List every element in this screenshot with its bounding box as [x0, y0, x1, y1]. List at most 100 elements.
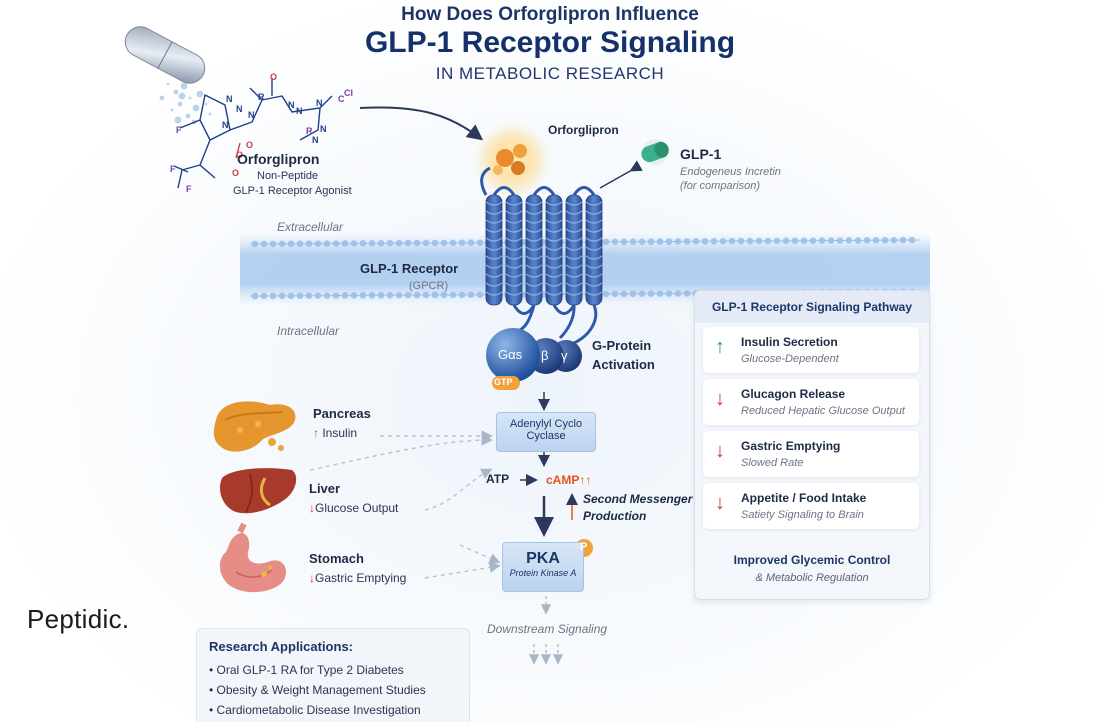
- research-applications-box: Research Applications: • Oral GLP-1 RA f…: [196, 628, 470, 722]
- molecule-atom-label: N: [288, 100, 295, 110]
- title-line-3: IN METABOLIC RESEARCH: [435, 64, 665, 83]
- organ-stomach-effect: ↓Gastric Emptying: [309, 571, 406, 585]
- orforglipron-ligand-icon: [474, 122, 550, 198]
- second-messenger-2: Production: [583, 509, 647, 523]
- glp1-desc-2: (for comparison): [680, 180, 761, 192]
- adenylyl-label-2: Cyclase: [526, 430, 566, 442]
- downstream-arrows: [528, 596, 564, 665]
- pathway-title: GLP-1 Receptor Signaling Pathway: [695, 291, 929, 323]
- cascade-arrows: [520, 392, 578, 537]
- research-item: • Oral GLP-1 RA for Type 2 Diabetes: [209, 663, 404, 677]
- pathway-item-label: Insulin Secretion: [741, 335, 838, 349]
- organ-pancreas-name: Pancreas: [313, 406, 371, 421]
- camp-up-arrows: ↑↑: [579, 473, 592, 487]
- pathway-item-sub: Glucose-Dependent: [741, 353, 839, 365]
- glp1-desc-1: Endogeneus Incretin: [680, 166, 781, 178]
- pathway-item-sub: Slowed Rate: [741, 457, 804, 469]
- pathway-item: ↓ Gastric Emptying Slowed Rate: [703, 431, 919, 477]
- ligand-label: Orforglipron: [548, 123, 619, 137]
- molecule-atom-label: N: [316, 98, 323, 108]
- research-item: • Obesity & Weight Management Studies: [209, 683, 426, 697]
- organ-liver-effect-text: Glucose Output: [315, 501, 399, 515]
- molecule-atom-label: N: [226, 94, 233, 104]
- pka-box: PKA Protein Kinase A: [502, 542, 584, 592]
- molecule-atom-label: C: [338, 94, 345, 104]
- up-arrow-icon: ↑: [715, 336, 725, 358]
- adenylyl-label-1: Adenylyl Cyclo: [509, 418, 583, 430]
- molecule-structure-icon: [173, 78, 333, 189]
- g-protein-icon: [486, 328, 582, 390]
- molecule-atom-label: O: [246, 140, 253, 150]
- pathway-item-sub: Reduced Hepatic Glucose Output: [741, 405, 905, 417]
- glp1-name: GLP-1: [680, 146, 722, 162]
- pathway-item-label: Gastric Emptying: [741, 439, 841, 453]
- pathway-item-sub: Satiety Signaling to Brain: [741, 509, 864, 521]
- pka-label: PKA: [526, 550, 560, 567]
- glp1-peptide-icon: [599, 139, 669, 189]
- pathway-item-label: Glucagon Release: [741, 387, 846, 401]
- gtp-label: GTP: [494, 377, 513, 387]
- molecule-desc-2: GLP-1 Receptor Agonist: [233, 185, 352, 197]
- title-line-2: GLP-1 Receptor Signaling: [364, 26, 736, 59]
- research-item: • Cardiometabolic Disease Investigation: [209, 703, 421, 717]
- organ-stomach-effect-text: Gastric Emptying: [315, 571, 407, 585]
- intracellular-label: Intracellular: [277, 324, 340, 338]
- down-arrow-icon: ↓: [715, 388, 725, 410]
- camp-text: cAMP: [546, 473, 580, 487]
- binding-arrow: [359, 106, 484, 141]
- pathway-item-label: Appetite / Food Intake: [741, 491, 867, 505]
- pancreas-icon: [213, 401, 296, 452]
- pathway-footer-2: & Metabolic Regulation: [755, 572, 869, 584]
- molecule-atom-label: F: [186, 184, 192, 194]
- pathway-footer-1: Improved Glycemic Control: [733, 553, 891, 567]
- pathway-item: ↓ Glucagon Release Reduced Hepatic Gluco…: [703, 379, 919, 425]
- molecule-atom-label: F: [176, 125, 182, 135]
- molecule-atom-label: Cl: [344, 88, 353, 98]
- molecule-atom-label: R: [258, 92, 265, 102]
- glp1-receptor-icon: [480, 166, 603, 346]
- second-messenger-1: Second Messenger: [583, 492, 693, 506]
- molecule-atom-label: N: [222, 120, 229, 130]
- organ-liver-effect: ↓Glucose Output: [309, 501, 398, 515]
- molecule-atom-label: N: [312, 135, 319, 145]
- molecule-atom-label: O: [232, 168, 239, 178]
- up-arrow-icon: ↑: [313, 426, 319, 440]
- g-protein-label-1: G-Protein: [592, 338, 652, 353]
- organ-pancreas-effect: ↑ Insulin: [313, 426, 357, 440]
- downstream-label: Downstream Signaling: [487, 622, 608, 636]
- pathway-item: ↓ Appetite / Food Intake Satiety Signali…: [703, 483, 919, 529]
- molecule-atom-label: O: [236, 150, 243, 160]
- camp-label: cAMP↑↑: [546, 473, 591, 487]
- brand-logo: Peptidic.: [27, 604, 130, 634]
- molecule-atom-label: R: [306, 126, 313, 136]
- atp-label: ATP: [486, 472, 510, 486]
- molecule-atom-label: F: [170, 164, 176, 174]
- g-protein-label-2: Activation: [592, 357, 655, 372]
- organ-stomach-name: Stomach: [309, 551, 364, 566]
- phosphate-label: P: [580, 541, 588, 553]
- stomach-icon: [219, 522, 287, 593]
- molecule-desc-1: Non-Peptide: [257, 170, 319, 182]
- organ-liver-name: Liver: [309, 481, 341, 496]
- molecule-atom-label: N: [320, 124, 327, 134]
- down-arrow-icon: ↓: [309, 571, 315, 585]
- adenylyl-cyclase-box: Adenylyl Cyclo Cyclase: [496, 412, 596, 452]
- pathway-panel: GLP-1 Receptor Signaling Pathway ↑ Insul…: [694, 290, 930, 600]
- receptor-type: (GPCR): [409, 280, 449, 292]
- pka-sub: Protein Kinase A: [509, 568, 577, 578]
- down-arrow-icon: ↓: [309, 501, 315, 515]
- organ-pancreas-effect-text: Insulin: [322, 426, 358, 440]
- molecule-atom-label: O: [270, 72, 277, 82]
- research-title: Research Applications:: [209, 639, 354, 654]
- receptor-name: GLP-1 Receptor: [360, 261, 459, 276]
- molecule-atom-label: N: [236, 104, 243, 114]
- research-item-text: Cardiometabolic Disease Investigation: [216, 703, 421, 717]
- g-gamma-label: γ: [561, 348, 568, 363]
- pathway-item: ↑ Insulin Secretion Glucose-Dependent: [703, 327, 919, 373]
- organ-connectors: [309, 430, 501, 579]
- g-beta-label: β: [541, 348, 549, 363]
- title-line-1: How Does Orforglipron Influence: [401, 4, 699, 25]
- liver-icon: [219, 468, 297, 514]
